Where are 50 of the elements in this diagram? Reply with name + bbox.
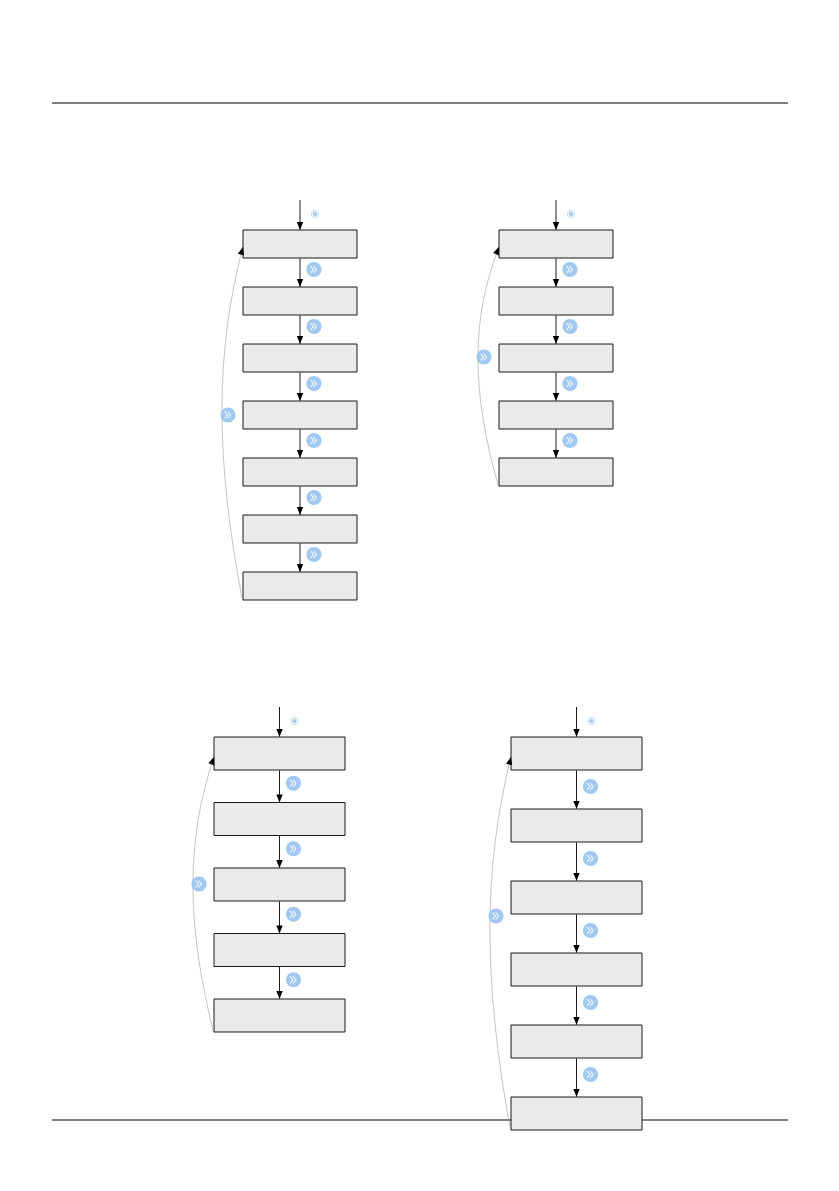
menu-box bbox=[242, 571, 358, 601]
menu-box bbox=[242, 400, 358, 430]
arrow bbox=[276, 835, 283, 868]
arrow bbox=[552, 199, 560, 230]
arrow bbox=[489, 756, 513, 1131]
arrow bbox=[296, 429, 304, 458]
menu-box bbox=[498, 229, 614, 259]
arrow bbox=[192, 756, 215, 1033]
arrow bbox=[552, 372, 560, 401]
arrow bbox=[573, 914, 580, 953]
menu-box bbox=[213, 736, 346, 771]
arrow bbox=[276, 770, 283, 803]
arrow bbox=[296, 258, 304, 287]
menu-box bbox=[498, 457, 614, 487]
menu-box bbox=[213, 867, 346, 902]
arrow bbox=[477, 246, 500, 487]
arrow bbox=[552, 258, 560, 287]
arrow bbox=[573, 1058, 580, 1097]
menu-box bbox=[242, 229, 358, 259]
arrow bbox=[276, 706, 283, 737]
menu-box bbox=[242, 286, 358, 316]
arrow bbox=[296, 486, 304, 515]
arrow bbox=[296, 543, 304, 572]
menu-box bbox=[213, 998, 346, 1033]
arrow bbox=[573, 706, 580, 737]
menu-box bbox=[510, 1096, 643, 1131]
menu-box bbox=[510, 880, 643, 915]
menu-box bbox=[510, 1024, 643, 1059]
menu-box bbox=[242, 457, 358, 487]
arrow bbox=[221, 246, 244, 601]
arrow bbox=[276, 901, 283, 934]
arrow bbox=[573, 842, 580, 881]
arrow bbox=[552, 429, 560, 458]
arrow bbox=[296, 315, 304, 344]
arrow bbox=[573, 986, 580, 1025]
arrow bbox=[552, 315, 560, 344]
menu-box bbox=[498, 400, 614, 430]
menu-box bbox=[213, 802, 346, 836]
menu-box bbox=[510, 736, 643, 771]
menu-box bbox=[242, 343, 358, 373]
arrow bbox=[276, 966, 283, 999]
menu-box bbox=[242, 514, 358, 544]
menu-box bbox=[213, 933, 346, 967]
menu-box bbox=[498, 343, 614, 373]
arrow bbox=[573, 770, 580, 809]
menu-box bbox=[510, 952, 643, 987]
arrow bbox=[296, 199, 304, 230]
arrow bbox=[296, 372, 304, 401]
menu-box bbox=[510, 808, 643, 843]
menu-box bbox=[498, 286, 614, 316]
